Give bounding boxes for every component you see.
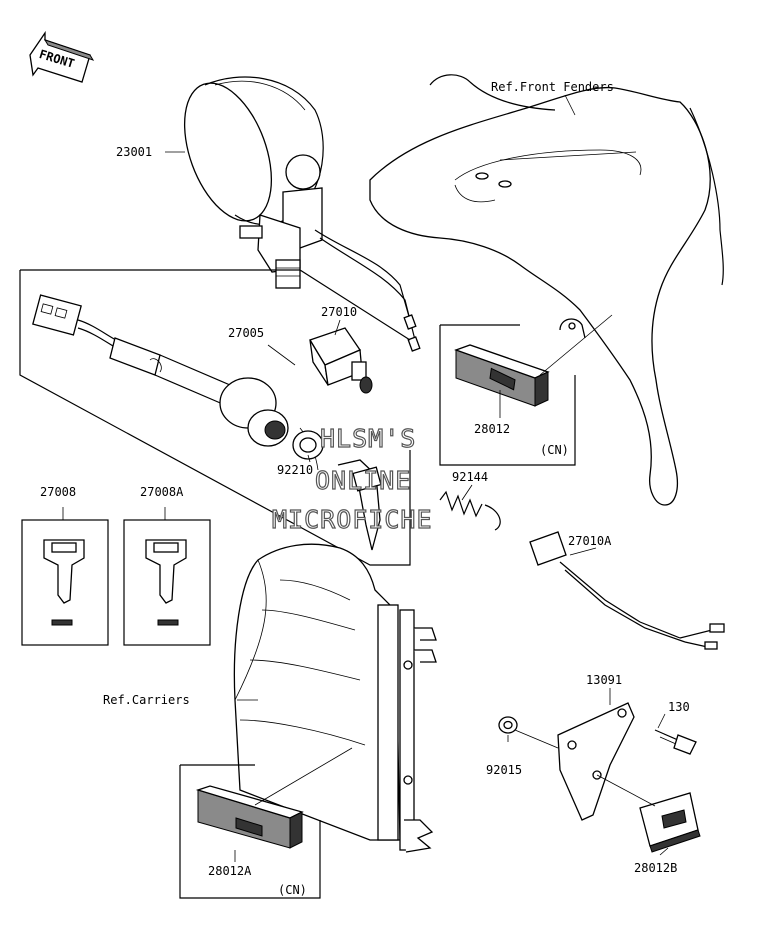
watermark-line-3: MICROFICHE — [272, 505, 433, 534]
label-27010a: 27010A — [568, 534, 612, 548]
label-28012: 28012 — [474, 422, 510, 436]
label-28012a-cn: (CN) — [278, 883, 307, 897]
front-arrow-icon: FRONT — [29, 30, 95, 83]
label-ref-carriers: Ref.Carriers — [103, 693, 190, 707]
label-ref-front-fenders: Ref.Front Fenders — [491, 80, 614, 94]
label-28012b: 28012B — [634, 861, 677, 875]
label-28012a: 28012A — [208, 864, 252, 878]
bolt-130 — [654, 729, 697, 755]
key-27008 — [21, 507, 109, 646]
label-27008: 27008 — [40, 485, 76, 499]
reflector-28012 — [439, 314, 613, 466]
bracket-13091 — [557, 702, 635, 821]
watermark: HLSM'S ONLINE MICROFICHE — [271, 423, 433, 534]
label-130: 130 — [668, 700, 690, 714]
label-13091: 13091 — [586, 673, 622, 687]
label-28012-cn: (CN) — [540, 443, 569, 457]
front-fender-ref — [369, 74, 724, 506]
key-27008a — [123, 507, 211, 646]
carrier-ref — [233, 543, 437, 853]
label-27010: 27010 — [321, 305, 357, 319]
spring-92144 — [439, 490, 501, 531]
nut-92015 — [498, 716, 559, 749]
leader-lines — [165, 94, 669, 862]
watermark-line-2: ONLINE — [315, 466, 411, 495]
nut-92210 — [292, 430, 382, 551]
label-92144: 92144 — [452, 470, 488, 484]
label-92015: 92015 — [486, 763, 522, 777]
reflector-28012b — [596, 774, 701, 853]
watermark-line-1: HLSM'S — [320, 424, 416, 453]
reflector-28012a — [179, 747, 353, 899]
headlight-23001 — [183, 76, 421, 352]
label-27008a: 27008A — [140, 485, 184, 499]
label-27005: 27005 — [228, 326, 264, 340]
switch-27010a — [529, 531, 725, 650]
label-23001: 23001 — [116, 145, 152, 159]
ignition-harness-27005 — [19, 269, 411, 566]
label-92210: 92210 — [277, 463, 313, 477]
switch-27010 — [309, 327, 373, 394]
